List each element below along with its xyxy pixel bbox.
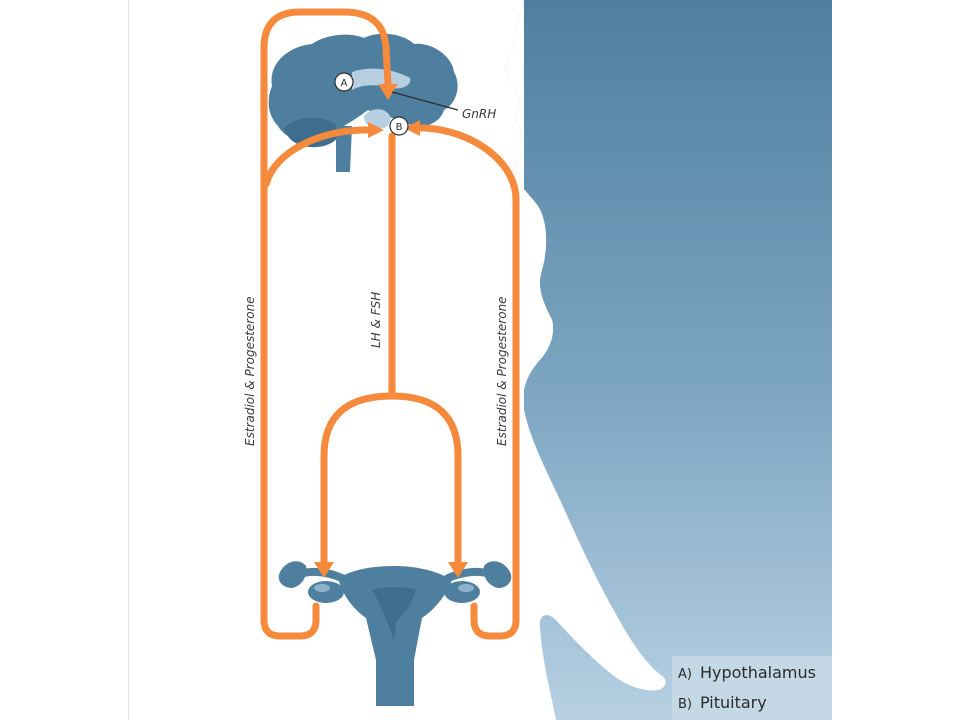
center-pathway-label: LH & FSH bbox=[369, 292, 383, 348]
pituitary-stalk bbox=[364, 109, 391, 129]
body-silhouette bbox=[505, 0, 666, 720]
gnrh-label: GnRH bbox=[462, 107, 496, 121]
arrowhead-pituitary-left bbox=[368, 122, 384, 138]
legend: A) Hypothalamus B) Pituitary bbox=[672, 656, 832, 720]
legend-key: B) bbox=[678, 697, 692, 712]
arrowhead-hypothalamus bbox=[378, 84, 398, 100]
marker-b: B bbox=[389, 116, 409, 136]
legend-label: Hypothalamus bbox=[699, 663, 816, 682]
marker-a: A bbox=[334, 72, 354, 92]
legend-item-hypothalamus: A) Hypothalamus bbox=[678, 663, 816, 682]
legend-key: A) bbox=[678, 667, 692, 682]
uterus-and-ovaries bbox=[278, 561, 512, 706]
marker-a-circle bbox=[334, 72, 354, 92]
arrow-right-feedback bbox=[410, 124, 520, 640]
fimbria-right bbox=[483, 561, 512, 588]
fallopian-tube-right bbox=[444, 567, 494, 582]
arrow-outer-feedback bbox=[260, 8, 392, 640]
ovary-right-highlight bbox=[458, 584, 474, 592]
uterus bbox=[338, 566, 452, 706]
arrow-left-feedback-to-pituitary bbox=[262, 126, 376, 188]
arrowhead-pituitary-right bbox=[404, 120, 420, 136]
cerebellum bbox=[284, 117, 340, 148]
arrows bbox=[260, 8, 520, 640]
brain-stem bbox=[336, 126, 352, 172]
ovary-left bbox=[308, 581, 344, 603]
legend-label: Pituitary bbox=[700, 693, 767, 712]
marker-a-label: A bbox=[341, 78, 348, 89]
fimbria-left bbox=[278, 561, 307, 588]
marker-b-label: B bbox=[396, 122, 403, 133]
ovary-right bbox=[444, 581, 480, 603]
right-pathway-label: Estradiol & Progesterone bbox=[495, 296, 509, 446]
brain-shape bbox=[268, 33, 458, 141]
uterus-cavity bbox=[372, 587, 416, 640]
marker-b-circle bbox=[389, 116, 409, 136]
gnrh-leader-line bbox=[391, 91, 459, 111]
brain bbox=[268, 33, 458, 172]
legend-item-pituitary: B) Pituitary bbox=[678, 693, 767, 712]
arrow-lh-fsh-split bbox=[320, 392, 462, 570]
arrowhead-ovary-left bbox=[314, 562, 334, 578]
body-silhouette-background bbox=[505, 0, 832, 720]
left-pathway-label: Estradiol & Progesterone bbox=[243, 296, 257, 446]
arrowhead-ovary-right bbox=[448, 562, 468, 578]
arrowheads bbox=[314, 84, 468, 578]
ovary-left-highlight bbox=[314, 584, 330, 592]
